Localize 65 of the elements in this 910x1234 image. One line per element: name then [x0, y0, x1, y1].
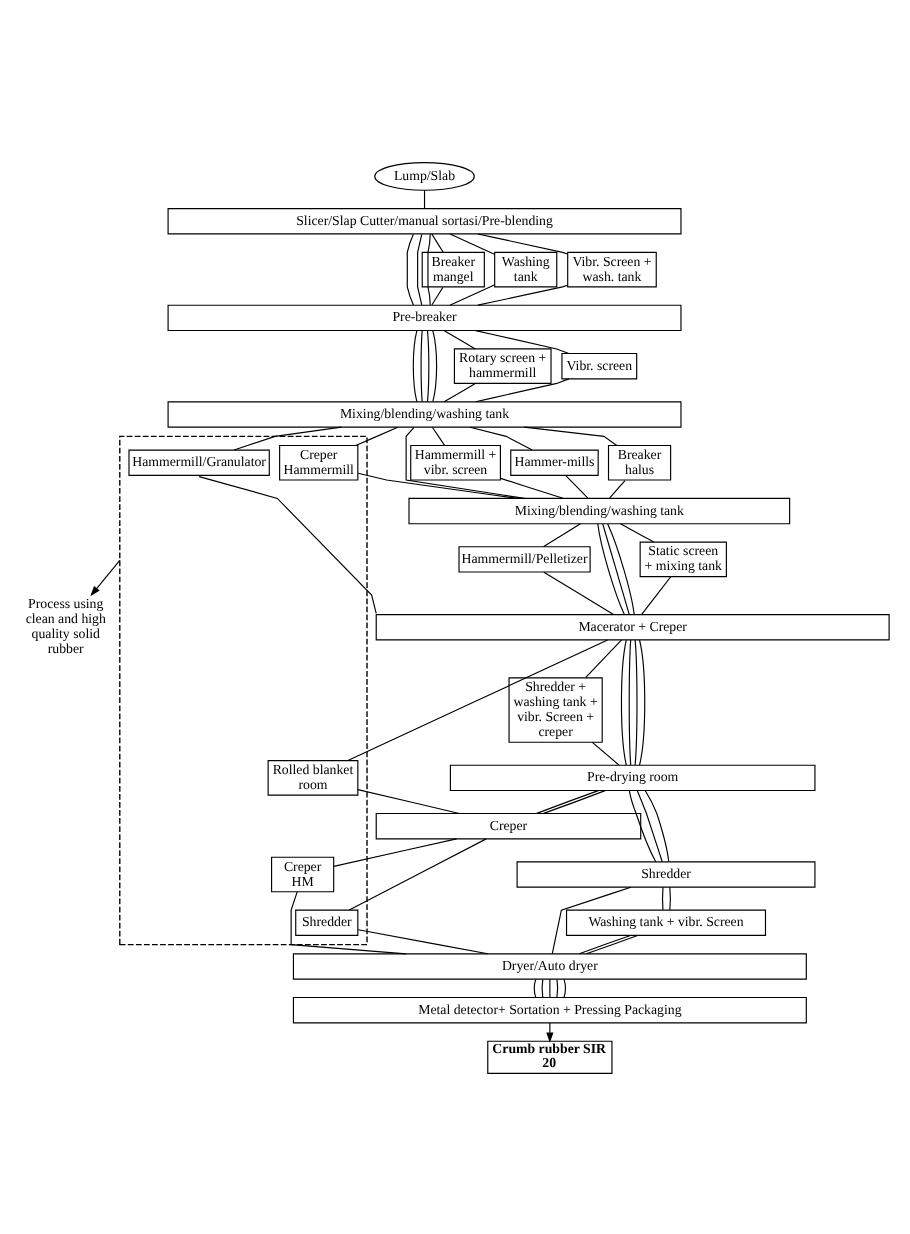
connector [536, 789, 599, 813]
connector [543, 570, 615, 615]
connector [477, 232, 568, 254]
connector [357, 471, 518, 498]
connector [443, 329, 476, 349]
connector [523, 425, 618, 446]
connector [417, 232, 423, 305]
connector [412, 329, 418, 402]
connector [431, 232, 444, 252]
connector [551, 885, 632, 954]
connector [477, 283, 568, 305]
connector [619, 522, 655, 542]
connector [591, 740, 620, 765]
connector [607, 522, 635, 615]
connector [432, 329, 438, 402]
connector [636, 789, 663, 862]
connector [533, 977, 537, 997]
connector [406, 232, 414, 305]
connector [198, 475, 377, 613]
connector [644, 789, 670, 862]
connector [578, 933, 632, 954]
connector [233, 425, 343, 450]
connector [426, 329, 430, 402]
connector [634, 638, 638, 765]
connector [628, 789, 657, 862]
connector [541, 977, 544, 997]
connector [602, 522, 630, 615]
connector [556, 977, 559, 997]
connector [609, 478, 626, 498]
connector [475, 329, 570, 354]
connector [420, 329, 423, 402]
arrow [546, 1021, 554, 1042]
connector [638, 638, 646, 765]
connector [662, 885, 664, 910]
connector [641, 575, 672, 614]
connector [405, 425, 526, 498]
arrow [90, 558, 121, 596]
connector [427, 232, 431, 305]
connector [348, 837, 487, 910]
connector [347, 638, 609, 761]
connector [628, 638, 632, 765]
connector [449, 232, 495, 254]
connector [469, 425, 533, 450]
connector [585, 638, 623, 678]
connector [333, 837, 458, 866]
connector [669, 885, 671, 910]
connector [357, 788, 460, 814]
connector [500, 476, 564, 498]
connector [355, 425, 399, 446]
connector [543, 789, 606, 813]
connector [449, 283, 495, 305]
connector [443, 382, 476, 402]
connector [585, 933, 639, 954]
connector [620, 638, 627, 765]
connector [549, 977, 551, 997]
connector [565, 473, 589, 498]
connector [431, 285, 444, 305]
connector [357, 928, 489, 954]
connector [431, 425, 446, 446]
connector [563, 977, 566, 997]
connector [290, 890, 407, 954]
connector [597, 522, 625, 615]
connector [543, 522, 582, 547]
cluster [119, 434, 368, 945]
connector [475, 377, 570, 402]
